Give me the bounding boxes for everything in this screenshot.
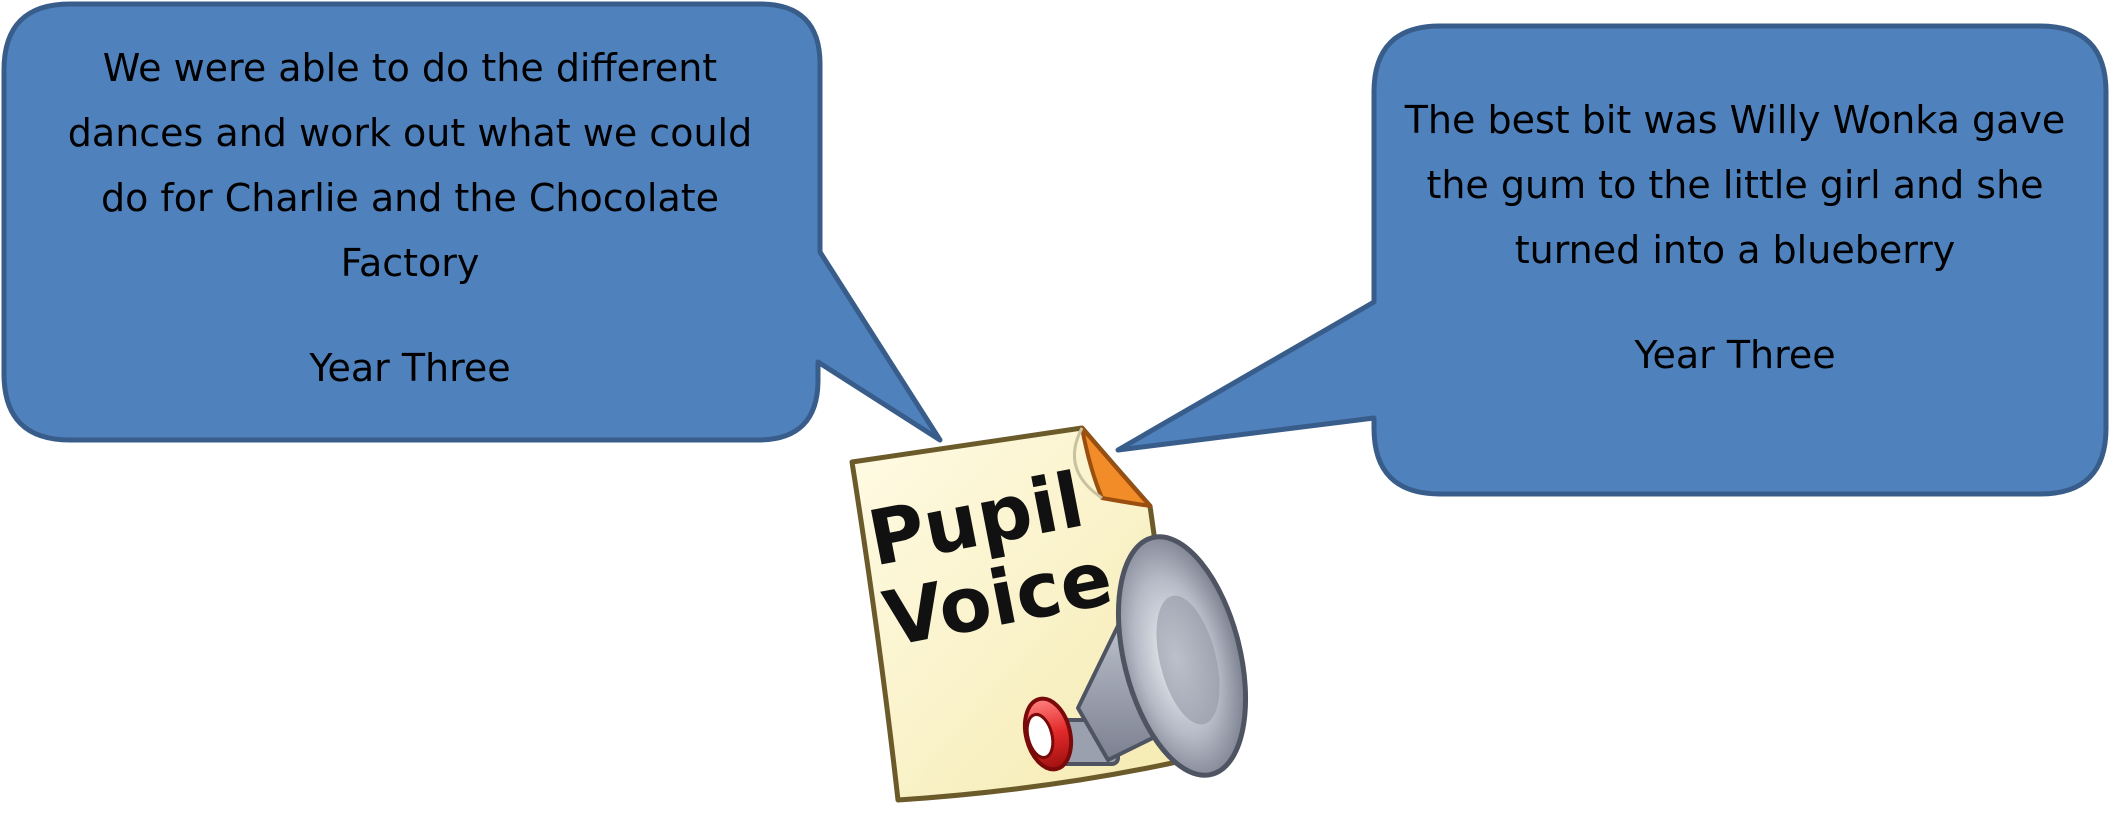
megaphone-band-cap [1025, 712, 1055, 760]
left-attribution: Year Three [309, 346, 511, 390]
left-bubble-text: We were able to do the different dances … [40, 36, 780, 401]
right-bubble-text: The best bit was Willy Wonka gave the gu… [1390, 88, 2080, 388]
right-quote: The best bit was Willy Wonka gave the gu… [1404, 98, 2066, 272]
right-speech-bubble [1115, 23, 2109, 497]
megaphone-bell-inner [1156, 595, 1220, 725]
right-attribution: Year Three [1634, 333, 1836, 377]
document-megaphone-icon [849, 425, 1249, 803]
paper-fold-shadow [1073, 427, 1103, 500]
paper-fold-corner [1080, 426, 1152, 508]
left-speech-bubble [1, 1, 943, 443]
left-quote: We were able to do the different dances … [67, 46, 753, 285]
